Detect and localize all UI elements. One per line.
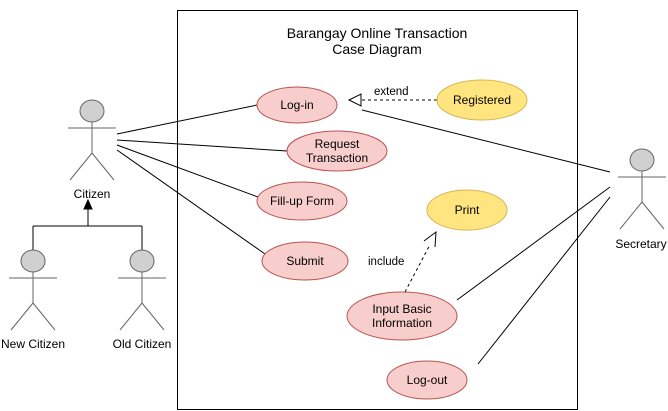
use-case-print-label: Print: [455, 203, 480, 217]
use-case-request-label-1: Request: [315, 137, 360, 151]
assoc-secretary-input: [456, 186, 611, 301]
use-case-input-basic-information[interactable]: Input Basic Information: [346, 291, 458, 341]
assoc-secretary-logout: [477, 196, 611, 365]
use-case-registered[interactable]: Registered: [436, 79, 528, 121]
extend-label: extend: [374, 86, 409, 98]
actor-citizen[interactable]: [68, 99, 116, 181]
use-case-logout-label: Log-out: [407, 373, 448, 387]
use-case-submit-label: Submit: [286, 254, 324, 268]
actor-old-citizen[interactable]: [118, 249, 166, 331]
use-case-print[interactable]: Print: [426, 189, 508, 231]
actor-secretary-head-icon: [629, 148, 655, 172]
use-case-input-label-1: Input Basic: [372, 302, 431, 316]
actor-new-citizen-label: New Citizen: [1, 337, 65, 351]
system-title-line2: Case Diagram: [332, 41, 421, 57]
generalization-arrowhead: [83, 198, 93, 210]
use-case-login[interactable]: Log-in: [256, 86, 338, 124]
actor-old-citizen-label: Old Citizen: [113, 337, 172, 351]
use-case-fillup-label: Fill-up Form: [270, 194, 334, 208]
assoc-citizen-fillup: [116, 144, 259, 198]
use-case-request-transaction[interactable]: Request Transaction: [286, 130, 388, 172]
use-case-request-label-2: Transaction: [306, 151, 368, 165]
actor-new-citizen-head-icon: [20, 249, 46, 273]
include-label: include: [368, 256, 404, 268]
assoc-secretary-login: [361, 109, 611, 173]
extend-arrowhead: [347, 93, 362, 107]
use-case-fillup-form[interactable]: Fill-up Form: [256, 181, 348, 221]
use-case-submit[interactable]: Submit: [261, 241, 349, 281]
assoc-citizen-login: [116, 103, 263, 135]
actor-secretary-label: Secretary: [615, 237, 666, 251]
include-line: [404, 238, 434, 293]
system-title-line1: Barangay Online Transaction: [287, 25, 468, 41]
include-arrowhead: [423, 230, 437, 248]
actor-old-citizen-head-icon: [129, 249, 155, 273]
system-boundary: [177, 10, 578, 410]
assoc-citizen-submit: [116, 149, 266, 255]
use-case-login-label: Log-in: [280, 98, 313, 112]
use-case-input-label-2: Information: [372, 316, 432, 330]
actor-citizen-label: Citizen: [74, 187, 111, 201]
actor-secretary[interactable]: [618, 148, 666, 230]
actor-new-citizen[interactable]: [9, 249, 57, 331]
use-case-registered-label: Registered: [453, 93, 511, 107]
actor-citizen-head-icon: [79, 99, 105, 123]
associations: [32, 103, 611, 365]
use-case-logout[interactable]: Log-out: [386, 360, 468, 400]
assoc-citizen-request: [116, 139, 288, 152]
